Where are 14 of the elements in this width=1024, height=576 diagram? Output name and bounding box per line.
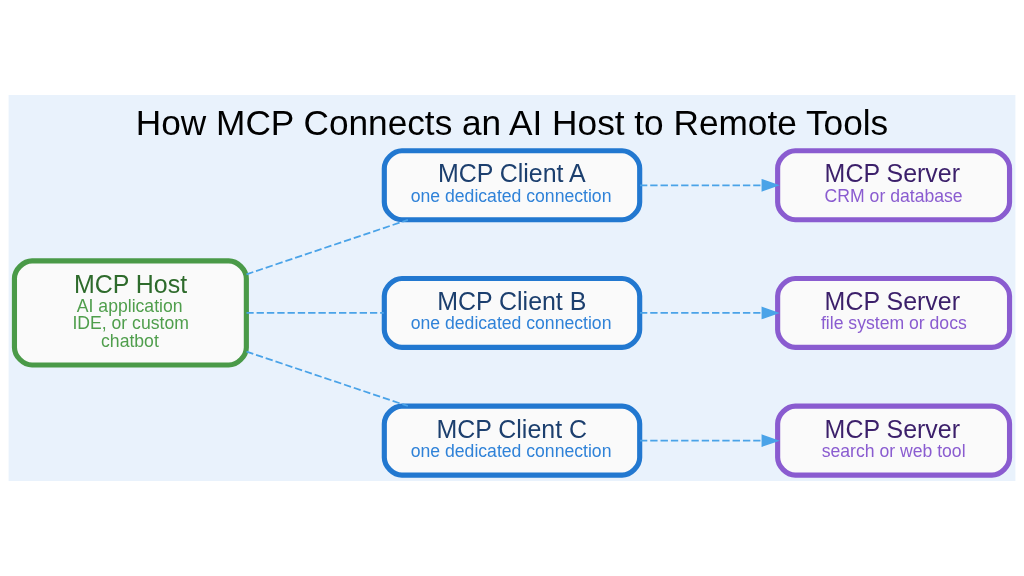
node-box: MCP Server search or web tool <box>775 403 1013 478</box>
node-box: MCP Server file system or docs <box>775 275 1013 350</box>
node-box: MCP Client C one dedicated connection <box>381 403 643 478</box>
arrow <box>639 434 780 448</box>
diagram-title: How MCP Connects an AI Host to Remote Tools <box>135 102 889 142</box>
node-box: MCP Host AI application IDE, or custom chatbot <box>11 258 249 368</box>
arrow <box>639 306 780 320</box>
node-box: MCP Server CRM or database <box>775 148 1013 223</box>
connector <box>245 312 385 314</box>
connector <box>245 219 409 276</box>
connector <box>245 350 409 407</box>
node-box: MCP Client B one dedicated connection <box>381 275 643 350</box>
node-box: MCP Client A one dedicated connection <box>381 148 643 223</box>
arrow <box>639 178 780 192</box>
